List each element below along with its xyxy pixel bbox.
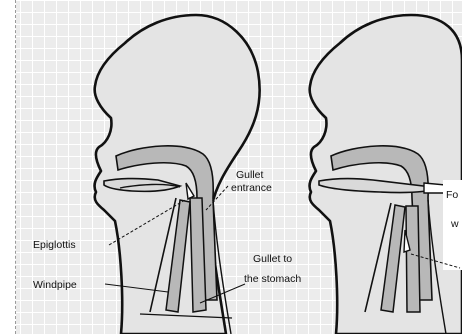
label-epiglottis: Epiglottis — [33, 239, 76, 251]
label-windpipe: Windpipe — [33, 279, 77, 291]
label-right-fragment-line2: w — [450, 218, 459, 230]
label-gullet-entrance-line1: Gullet — [236, 169, 264, 181]
gullet-right — [406, 206, 420, 312]
label-right-fragment-line1: Fo — [446, 189, 458, 201]
food-bolus-right — [424, 183, 446, 193]
label-gullet-stomach-line2: the stomach — [244, 273, 301, 285]
label-gullet-stomach-line1: Gullet to — [253, 253, 292, 265]
label-gullet-entrance-line2: entrance — [231, 182, 272, 194]
head-right — [310, 15, 462, 334]
